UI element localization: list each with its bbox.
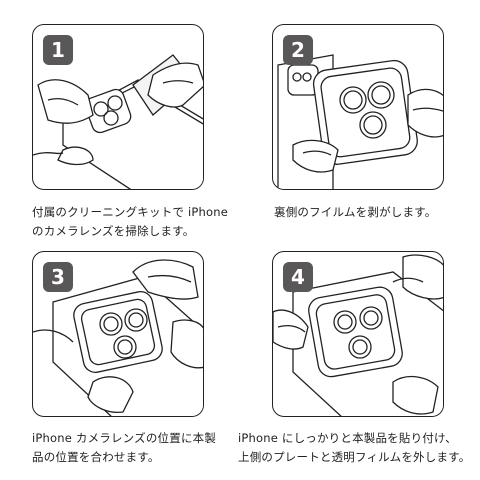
step-1-illustration: 1 <box>32 24 204 190</box>
step-4-illustration: 4 <box>272 251 444 417</box>
step-4-number-badge: 4 <box>283 262 313 292</box>
step-2-illustration: 2 <box>272 24 444 190</box>
step-4-caption: iPhone にしっかりと本製品を貼り付け、 上側のプレートと透明フィルムを外し… <box>238 429 470 467</box>
step-4-caption-line-1: iPhone にしっかりと本製品を貼り付け、 <box>238 431 457 445</box>
step-3-number-badge: 3 <box>43 262 73 292</box>
step-2-number-badge: 2 <box>283 35 313 65</box>
step-1-caption: 付属のクリーニングキットで iPhone のカメラレンズを掃除します。 <box>32 203 228 241</box>
step-3-caption-line-1: iPhone カメラレンズの位置に本製 <box>32 431 217 445</box>
step-2-drawing <box>277 54 443 189</box>
step-1-caption-line-1: 付属のクリーニングキットで iPhone <box>32 205 228 219</box>
step-1-number-badge: 1 <box>43 35 73 65</box>
step-2-caption-line-1: 裏側のフイルムを剥がします。 <box>274 205 437 219</box>
step-1-drawing <box>33 54 203 189</box>
step-3-illustration: 3 <box>32 251 204 417</box>
step-3-caption: iPhone カメラレンズの位置に本製 品の位置を合わせます。 <box>32 429 216 467</box>
step-1-caption-line-2: のカメラレンズを掃除します。 <box>32 224 195 238</box>
step-2-caption: 裏側のフイルムを剥がします。 <box>274 203 436 222</box>
step-4-caption-line-2: 上側のプレートと透明フィルムを外します。 <box>238 450 471 464</box>
step-3-drawing <box>33 259 203 416</box>
step-4-drawing <box>273 254 443 416</box>
step-3-caption-line-2: 品の位置を合わせます。 <box>32 450 160 464</box>
